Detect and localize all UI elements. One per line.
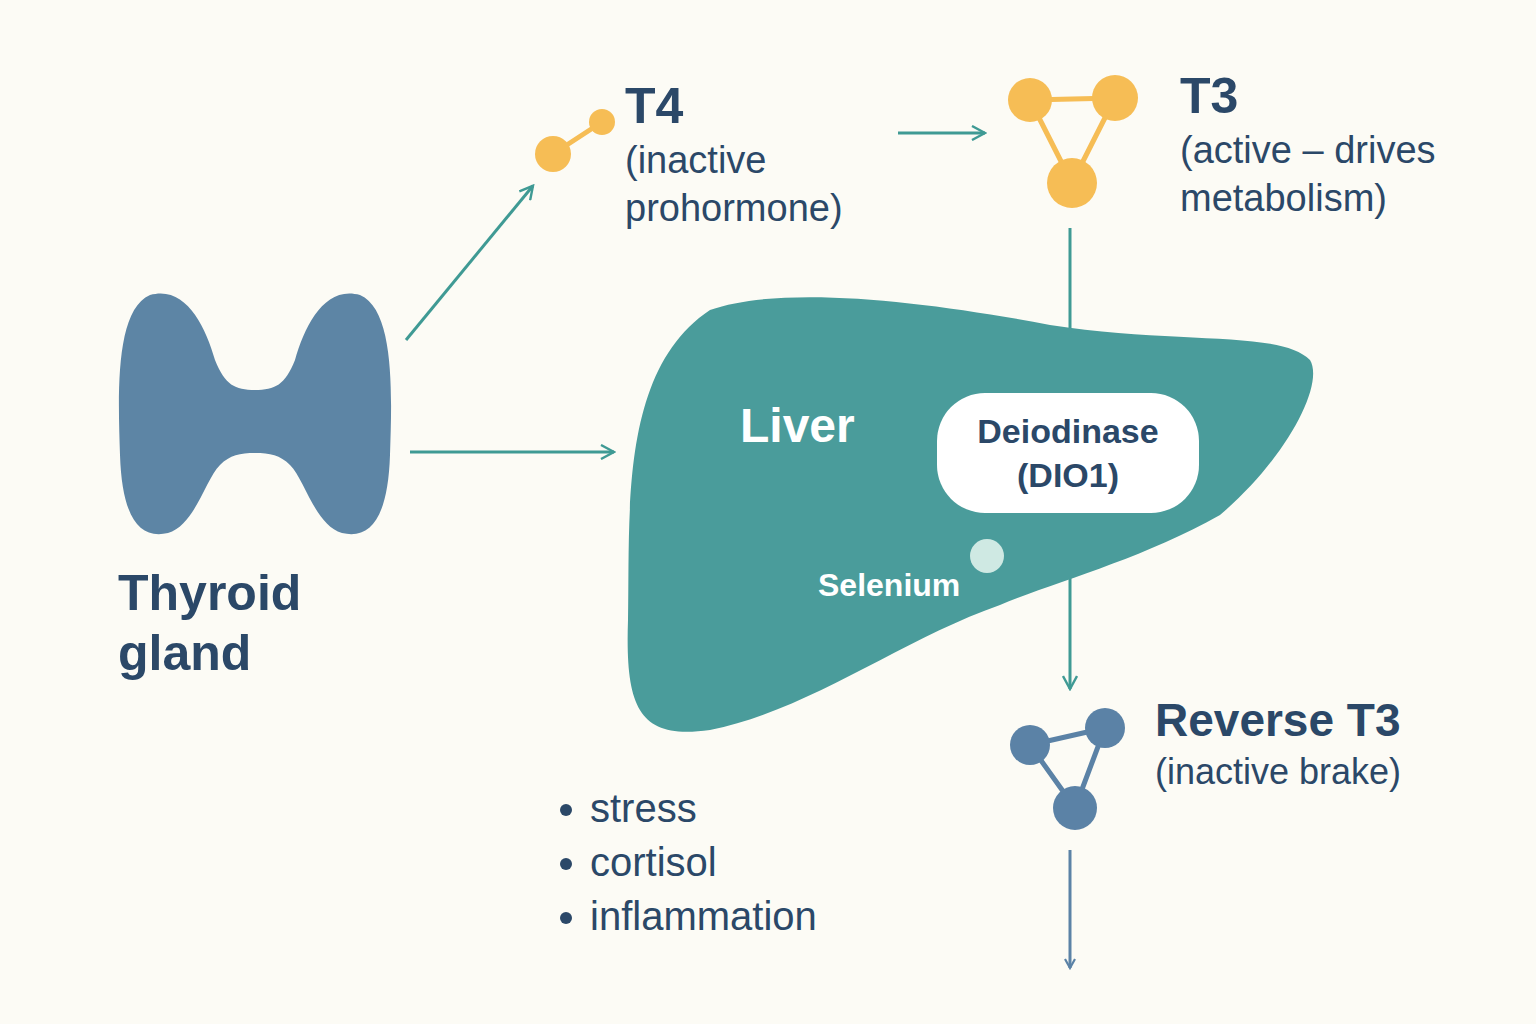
bullet-dot <box>560 858 572 870</box>
thyroid-outline <box>119 293 391 534</box>
bullet-dot <box>560 804 572 816</box>
t3-molecule <box>995 68 1165 218</box>
molecule-atom <box>1085 708 1125 748</box>
bullet-dot <box>560 912 572 924</box>
molecule-atom <box>535 136 571 172</box>
liver-organ: Liver Deiodinase (DIO1) <box>620 290 1320 740</box>
liver-shape <box>620 290 1320 740</box>
t4-molecule <box>535 78 625 248</box>
molecule-atom <box>1010 725 1050 765</box>
organ-label: Thyroid gland <box>118 563 393 683</box>
enzyme-name: Deiodinase (DIO1) <box>957 409 1179 497</box>
hormone-description: (inactive brake) <box>1155 748 1401 797</box>
factor-bullet: stress <box>590 786 697 831</box>
flow-arrow <box>410 451 614 454</box>
hormone-description: (active – drives metabolism) <box>1180 126 1520 223</box>
molecule-atom <box>1092 75 1138 121</box>
hormone-description: (inactive prohormone) <box>625 136 890 233</box>
thyroid-gland: Thyroid gland <box>110 285 400 695</box>
flow-arrow <box>406 186 533 340</box>
t4-hormone: T4(inactive prohormone) <box>535 78 890 232</box>
liver-outline <box>628 297 1314 732</box>
enzyme-pill: Deiodinase (DIO1) <box>937 393 1199 513</box>
reverse-t3-hormone: Reverse T3(inactive brake) <box>995 693 1401 797</box>
nutrient-label: Selenium <box>818 567 960 604</box>
thyroid-shape <box>110 285 400 555</box>
factor-bullet: inflammation <box>590 894 817 939</box>
organ-label: Liver <box>740 398 855 453</box>
outflow-arrow <box>1069 850 1072 968</box>
hormone-name: Reverse T3 <box>1155 693 1401 748</box>
factor-bullet: cortisol <box>590 840 717 885</box>
molecule-atom <box>1047 158 1097 208</box>
t3-hormone: T3(active – drives metabolism) <box>995 68 1520 222</box>
molecule-atom <box>589 109 615 135</box>
reverse-t3-molecule <box>995 693 1145 838</box>
selenium-dot <box>970 539 1004 573</box>
flow-arrow <box>898 132 985 135</box>
hormone-name: T3 <box>1180 68 1520 126</box>
molecule-atom <box>1008 78 1052 122</box>
hormone-name: T4 <box>625 78 890 136</box>
molecule-atom <box>1053 786 1097 830</box>
